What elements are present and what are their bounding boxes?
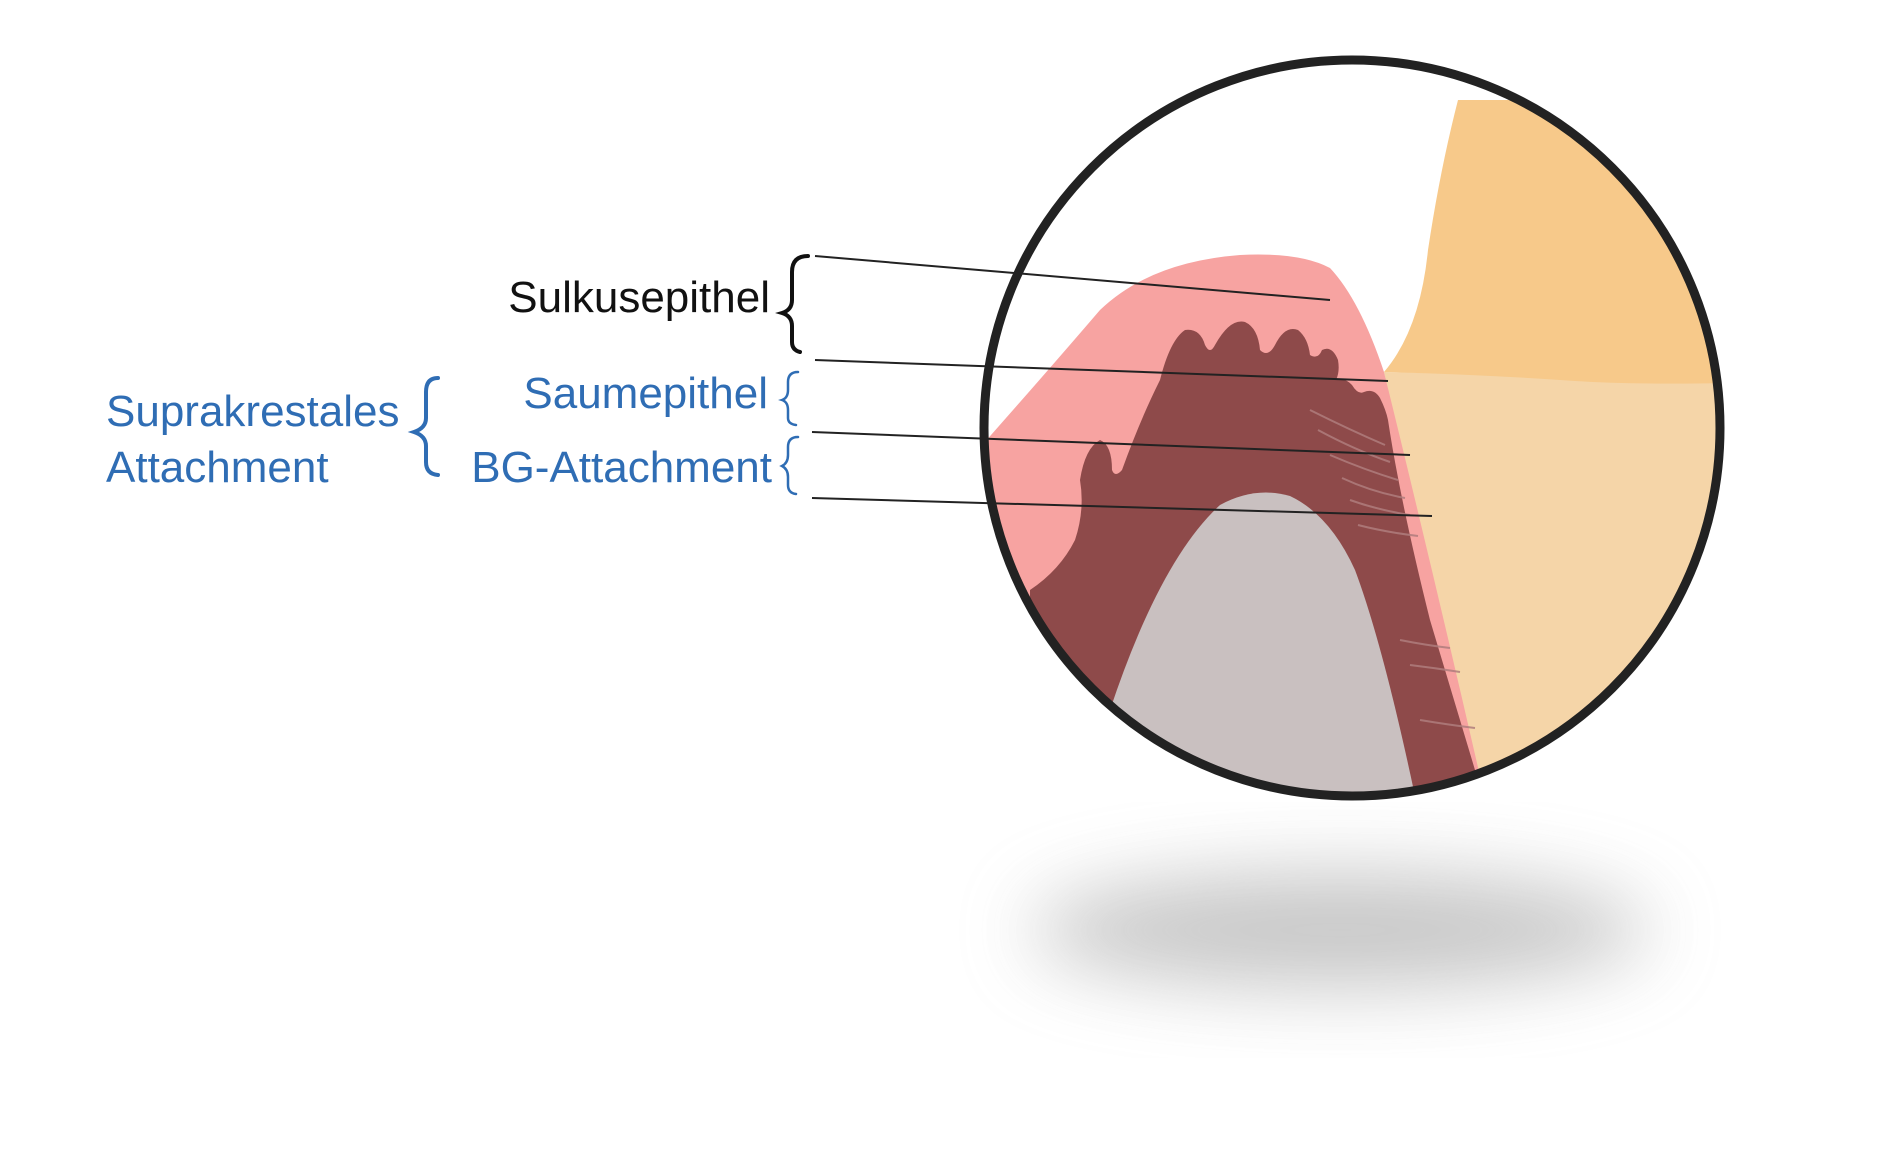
label-suprakrestales-line1: Suprakrestales: [106, 387, 400, 436]
collagen-fibers: [1309, 409, 1476, 729]
leader-lines: [811, 255, 1433, 517]
brace-sulkusepithel: [775, 254, 810, 354]
label-bg-attachment: BG-Attachment: [471, 443, 772, 492]
lens-content: [984, 60, 1720, 796]
brace-suprakrestales: [407, 376, 440, 477]
brace-bg-attachment: [779, 435, 800, 496]
label-sulkusepithel: Sulkusepithel: [508, 273, 770, 322]
lens-outline: [979, 55, 1725, 801]
label-suprakrestales-line2: Attachment: [106, 443, 329, 492]
lens-shadow: [1030, 872, 1650, 988]
label-saumepithel: Saumepithel: [523, 369, 768, 418]
brace-saumepithel: [778, 370, 800, 427]
alveolar-bone: [1090, 492, 1420, 796]
